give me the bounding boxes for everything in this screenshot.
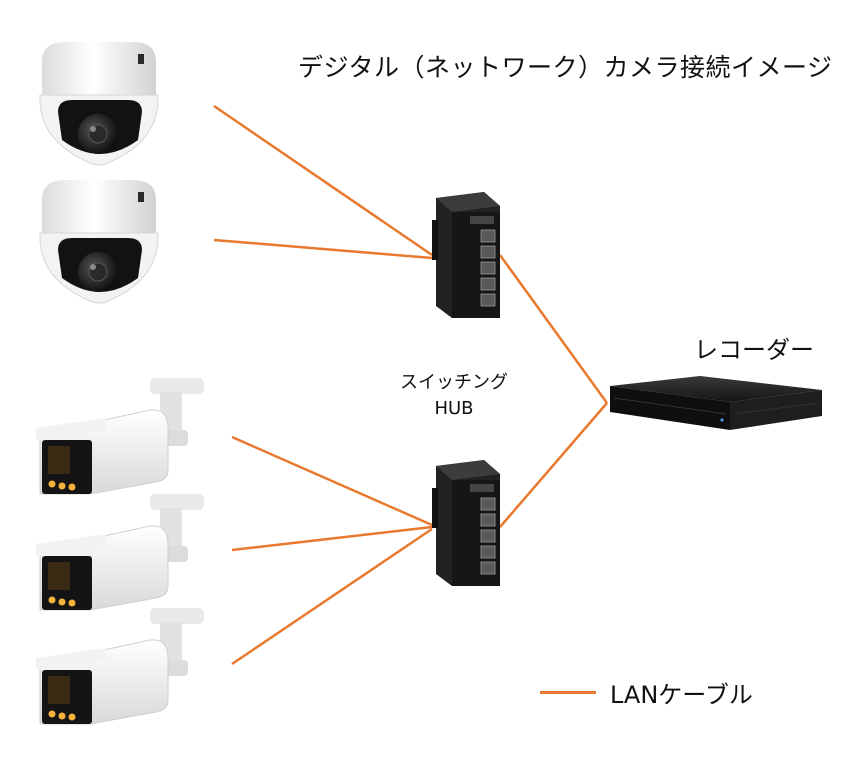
hub-label-line1: スイッチング xyxy=(400,372,508,393)
ethernet-ports xyxy=(480,497,496,575)
recorder-label: レコーダー xyxy=(694,336,814,364)
cable-dome-2 xyxy=(213,238,433,260)
dome-camera-2 xyxy=(39,180,159,304)
switching-hub-label: スイッチング HUB xyxy=(388,370,520,422)
cable-hub2-recorder xyxy=(499,402,608,528)
cable-bullet-1 xyxy=(231,435,433,527)
cable-bullet-3 xyxy=(231,527,433,666)
cable-hub1-recorder xyxy=(498,254,609,404)
cable-dome-1 xyxy=(213,104,433,257)
dome-camera-1 xyxy=(39,42,159,166)
legend-cable-line xyxy=(540,690,596,694)
recorder xyxy=(610,376,822,430)
hub-label-line2: HUB xyxy=(434,398,474,419)
lan-cables xyxy=(213,104,609,666)
bullet-camera-1 xyxy=(36,378,204,495)
bullet-camera-3 xyxy=(36,608,204,725)
ethernet-ports xyxy=(480,229,496,307)
switching-hub-2 xyxy=(432,460,500,586)
switching-hub-1 xyxy=(432,192,500,318)
legend: LANケーブル xyxy=(540,672,753,712)
cable-bullet-2 xyxy=(231,525,433,552)
page-title: デジタル（ネットワーク）カメラ接続イメージ xyxy=(298,53,833,82)
legend-text: LANケーブル xyxy=(610,680,753,709)
bullet-camera-2 xyxy=(36,494,204,611)
